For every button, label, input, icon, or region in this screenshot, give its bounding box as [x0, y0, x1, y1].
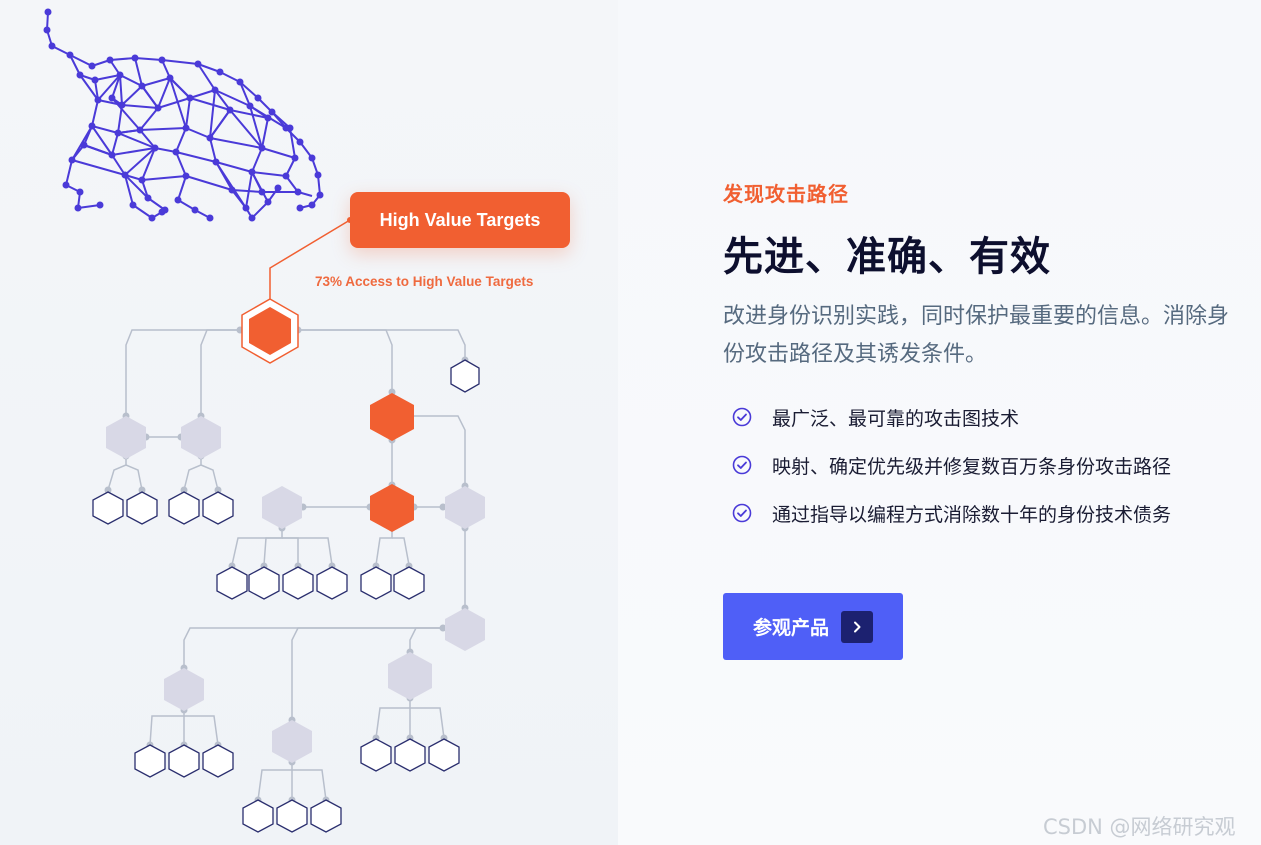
content-panel	[618, 0, 1261, 845]
check-circle-icon	[732, 455, 752, 475]
feature-text: 通过指导以编程方式消除数十年的身份技术债务	[772, 503, 1172, 526]
view-product-button[interactable]: 参观产品	[723, 593, 903, 660]
callout-connector	[269, 219, 351, 305]
attack-path-node	[370, 484, 414, 532]
check-circle-icon	[732, 407, 752, 427]
feature-text: 映射、确定优先级并修复数百万条身份攻击路径	[772, 455, 1172, 478]
check-circle-icon	[732, 503, 752, 523]
leaf-nodes	[92, 359, 480, 833]
feature-list: 最广泛、最可靠的攻击图技术 映射、确定优先级并修复数百万条身份攻击路径 通过指导…	[732, 393, 1171, 537]
high-value-target-node	[249, 307, 291, 355]
section-headline: 先进、准确、有效	[723, 234, 1051, 280]
attack-path-node	[370, 393, 414, 441]
watermark: CSDN @网络研究观	[1043, 815, 1236, 839]
feature-item: 最广泛、最可靠的攻击图技术	[732, 393, 1171, 441]
feature-item: 映射、确定优先级并修复数百万条身份攻击路径	[732, 441, 1171, 489]
chevron-right-icon	[841, 610, 873, 643]
callout-label: High Value Targets	[379, 209, 541, 230]
section-eyebrow: 发现攻击路径	[723, 182, 849, 206]
callout-subtitle: 73% Access to High Value Targets	[315, 274, 534, 289]
feature-text: 最广泛、最可靠的攻击图技术	[772, 407, 1020, 430]
high-value-targets-callout: High Value Targets	[350, 192, 570, 248]
network-animal-nodes	[43, 8, 324, 222]
cta-label: 参观产品	[752, 617, 829, 639]
intermediate-nodes	[106, 416, 485, 763]
feature-item: 通过指导以编程方式消除数十年的身份技术债务	[732, 489, 1171, 537]
section-description: 改进身份识别实践，同时保护最重要的信息。消除身份攻击路径及其诱发条件。	[723, 304, 1230, 367]
tree-connectors	[107, 329, 466, 801]
attack-path-graph	[43, 8, 485, 833]
